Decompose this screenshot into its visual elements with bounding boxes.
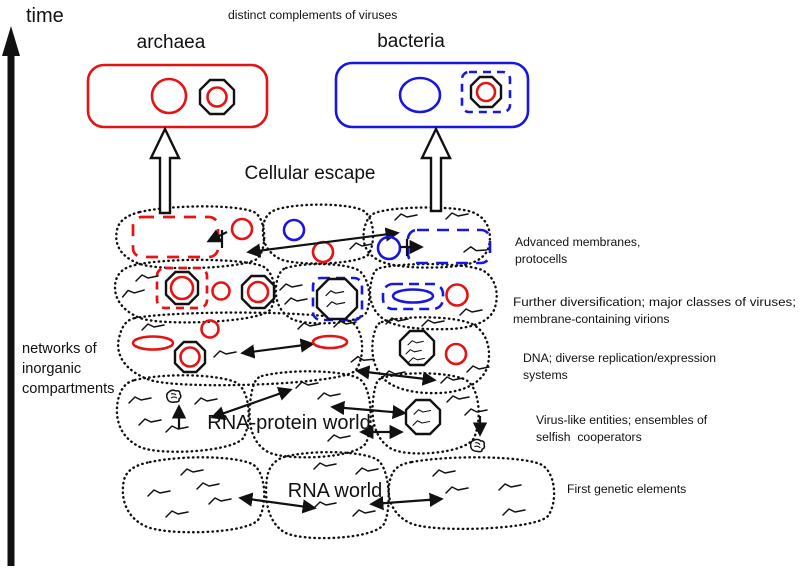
protocell-row xyxy=(131,215,492,265)
vesicle-icon xyxy=(211,281,231,301)
compartment-blob xyxy=(115,205,266,270)
bacteria-label: bacteria xyxy=(377,31,445,52)
stage-annotation-line: DNA; diverse replication/expression xyxy=(523,351,716,365)
compartment-blob xyxy=(387,456,556,531)
rna-world-row xyxy=(238,492,444,514)
annotation-line: networks of xyxy=(22,341,98,357)
stage-annotation-line: membrane-containing virions xyxy=(513,312,669,326)
exchange-arrow xyxy=(369,492,444,511)
compartment-blob xyxy=(368,262,498,331)
diversification-row xyxy=(155,266,469,320)
compartment-blob xyxy=(115,374,250,453)
enveloped-virion-icon xyxy=(391,288,435,304)
vesicle-icon xyxy=(444,342,468,366)
virion-core-icon xyxy=(206,86,228,108)
dna-row xyxy=(131,319,468,386)
distinct-complements-caption: distinct complements of viruses xyxy=(228,8,397,22)
time-axis xyxy=(2,26,20,566)
vesicle-icon xyxy=(445,283,469,307)
stage-annotation-line: Virus-like entities; ensembles of xyxy=(536,413,708,427)
ribosome-icon xyxy=(165,389,182,403)
virion-core-icon xyxy=(169,275,195,301)
entry-arrow xyxy=(206,229,228,243)
escape-arrow-bacteria xyxy=(420,126,452,213)
annotation-line: compartments xyxy=(22,381,114,397)
exchange-arrow xyxy=(355,365,437,386)
icosahedral-virion-icon xyxy=(317,279,357,319)
rna-protein-world-label: RNA-protein world xyxy=(207,412,370,434)
vesicle-icon xyxy=(200,319,220,339)
compartment-blob xyxy=(116,311,364,387)
stage-annotation-line: First genetic elements xyxy=(567,482,686,496)
exchange-arrow xyxy=(210,387,293,420)
exchange-arrow xyxy=(330,400,407,420)
vesicle-icon xyxy=(398,76,442,114)
bacteria-membrane-outline xyxy=(334,61,530,129)
filamentous-virion-icon xyxy=(131,335,175,351)
networks-annotation: networks of inorganic compartments xyxy=(22,341,114,397)
vesicle-icon xyxy=(150,77,188,115)
archaea-membrane-outline xyxy=(86,63,269,129)
bacteria-cell xyxy=(334,61,530,129)
exchange-arrow xyxy=(238,492,317,514)
inorganic-compartment-network xyxy=(113,203,556,540)
provirus-compartment-outline xyxy=(460,70,512,114)
compartment-blob xyxy=(261,203,375,265)
stage-annotation-line: protocells xyxy=(515,252,567,266)
compartment-blob xyxy=(121,456,266,534)
compartment-blob xyxy=(264,450,390,540)
stage-annotations: Advanced membranes, protocells Further d… xyxy=(513,235,796,496)
virion-core-icon xyxy=(179,346,201,368)
compartment-blob xyxy=(371,372,480,455)
escape-arrow-archaea xyxy=(149,126,181,215)
rna-world-label: RNA world xyxy=(288,480,382,502)
compartment-blob xyxy=(274,262,371,325)
exchange-arrow xyxy=(246,227,400,258)
virion-core-icon xyxy=(475,81,497,103)
stage-annotation-line: selfish cooperators xyxy=(536,430,642,444)
protocell-membrane-outline xyxy=(406,228,492,265)
icosahedral-virion-icon xyxy=(200,80,234,114)
virus-compartment-outline xyxy=(381,282,445,311)
stage-annotation-line: systems xyxy=(523,368,568,382)
cellular-escape-label: Cellular escape xyxy=(245,163,376,184)
stage-annotation-line: Further diversification; major classes o… xyxy=(513,295,796,309)
icosahedral-virion-icon xyxy=(471,77,501,107)
compartment-blob xyxy=(371,316,491,395)
time-label: time xyxy=(26,5,64,27)
virus-compartment-outline xyxy=(155,266,209,310)
exchange-arrow xyxy=(240,338,315,359)
archaea-cell xyxy=(86,63,269,129)
rna-protein-row xyxy=(165,387,488,453)
icosahedral-virion-icon xyxy=(406,400,440,434)
filamentous-virion-icon xyxy=(311,334,349,350)
archaea-label: archaea xyxy=(137,32,206,53)
virion-core-icon xyxy=(246,280,270,304)
annotation-line: inorganic xyxy=(22,361,81,377)
stage-annotation-line: Advanced membranes, xyxy=(515,235,640,249)
time-axis-arrowhead-icon xyxy=(2,26,20,56)
